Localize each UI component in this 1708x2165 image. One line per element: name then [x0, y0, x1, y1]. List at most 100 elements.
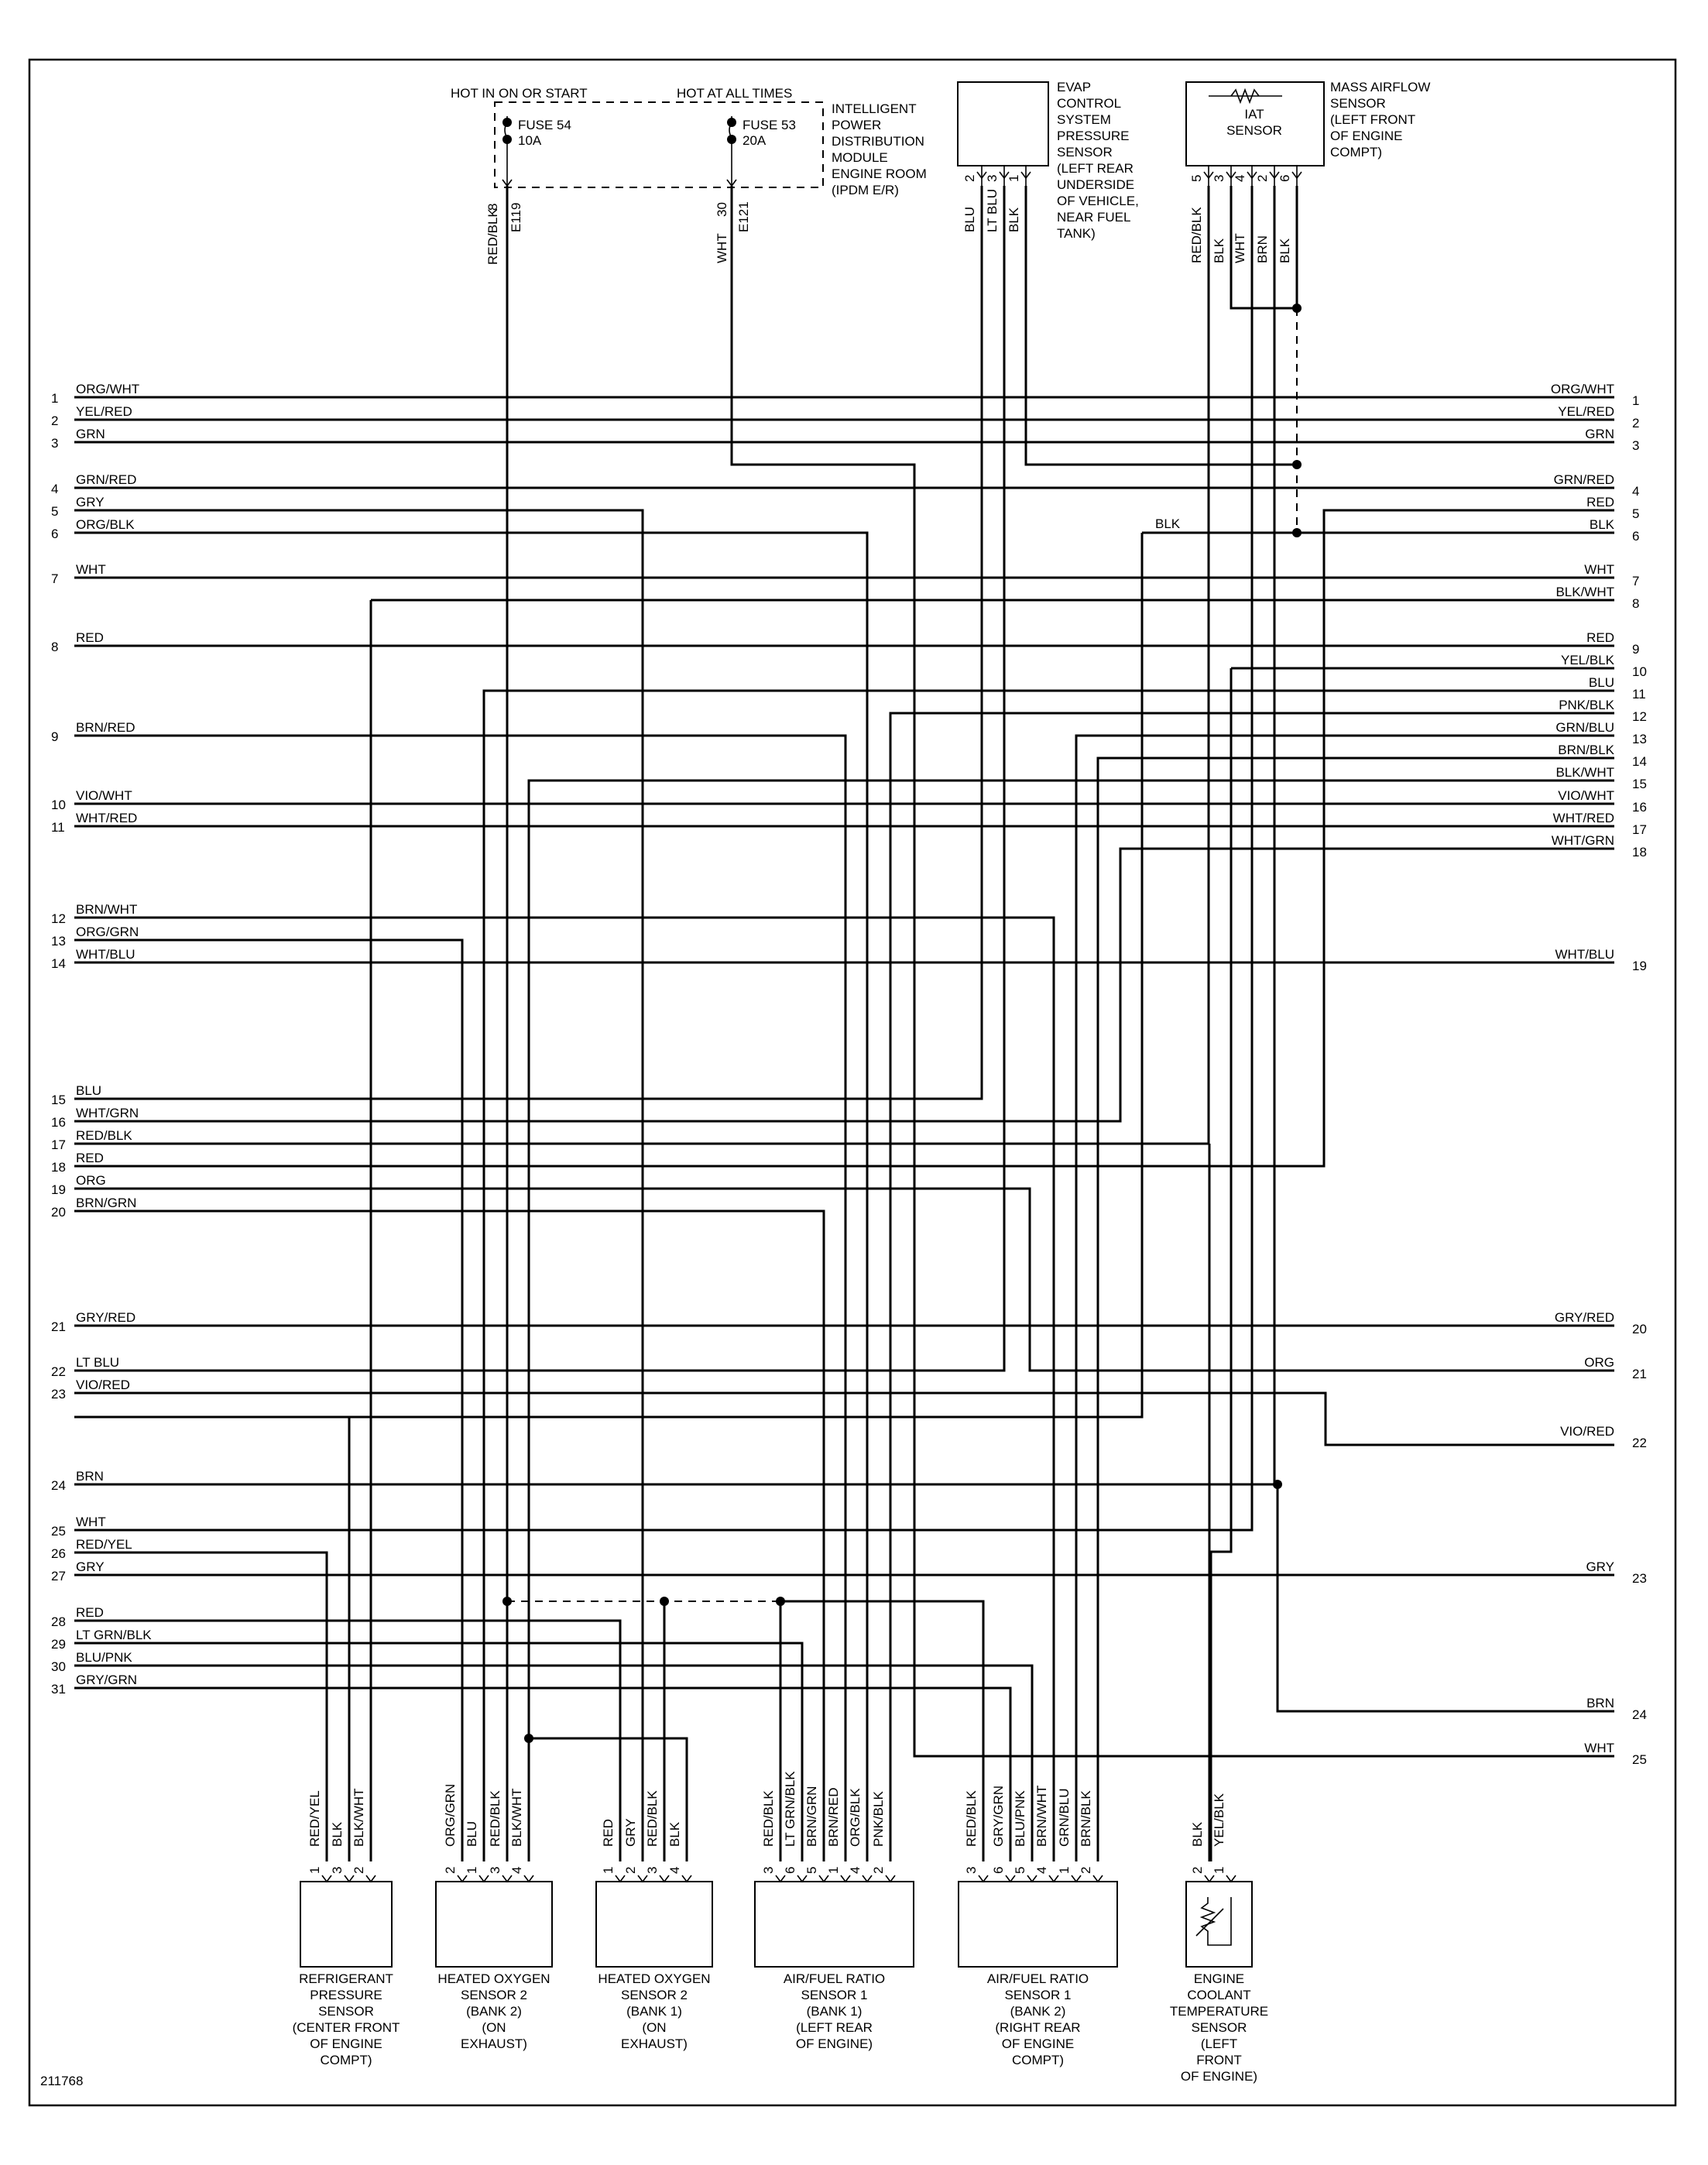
ipdm-label-line: DISTRIBUTION: [832, 134, 924, 149]
evap-label-line: (LEFT REAR: [1057, 161, 1134, 176]
left-terminal-number: 9: [51, 729, 58, 744]
wire: [1096, 757, 1614, 1861]
right-terminal-number: 12: [1632, 709, 1647, 724]
refrig-label-line: PRESSURE: [310, 1988, 382, 2002]
fuse-54-rating: 10A: [518, 133, 542, 148]
afr-b2-pin-number: 4: [1034, 1867, 1049, 1874]
pin-mark: [775, 1875, 786, 1883]
left-terminal-number: 1: [51, 391, 58, 406]
refrig-pin-number: 3: [330, 1867, 345, 1874]
wire-labels: 1ORG/WHT2YEL/RED3GRN4GRN/RED5GRY6ORG/BLK…: [51, 80, 1647, 2084]
left-terminal-number: 5: [51, 504, 58, 519]
left-terminal-number: 8: [51, 640, 58, 654]
left-wire-label: RED/BLK: [76, 1128, 132, 1143]
ect-thermistor-symbol: [1199, 1897, 1232, 1946]
pin-mark: [615, 1875, 626, 1883]
ect-label-line: OF ENGINE): [1181, 2069, 1257, 2084]
ho2s-b2-pin-wire: BLU: [465, 1821, 479, 1847]
right-wire-label: WHT: [1584, 562, 1614, 577]
ho2s-b1-label-line: (BANK 1): [626, 2004, 682, 2019]
wire: [74, 734, 847, 1861]
evap-label-line: NEAR FUEL: [1057, 210, 1130, 225]
right-wire-label: ORG: [1584, 1355, 1614, 1370]
right-wire-label: WHT/GRN: [1552, 833, 1614, 848]
ho2s-b1-pin-wire: BLK: [667, 1821, 682, 1847]
pin-mark: [1071, 1875, 1082, 1883]
afr-b2-pin-number: 3: [964, 1867, 979, 1874]
maf-pin-number: 6: [1278, 175, 1292, 182]
maf-pin-wire: BRN: [1255, 235, 1270, 263]
left-terminal-number: 28: [51, 1614, 66, 1629]
pin-mark: [885, 1875, 896, 1883]
wire: [74, 1551, 328, 1861]
diagram-border: [28, 58, 1677, 2107]
afr-b1-box: [754, 1881, 914, 1968]
right-terminal-number: 6: [1632, 529, 1639, 544]
right-terminal-number: 14: [1632, 754, 1647, 769]
afr-b2-pin-number: 5: [1013, 1867, 1027, 1874]
refrig-pin-wire: BLK: [330, 1821, 345, 1847]
ho2s-b1-label-line: (ON: [642, 2020, 666, 2035]
left-terminal-number: 19: [51, 1182, 66, 1197]
left-terminal-number: 12: [51, 911, 66, 926]
ect-pin-wire: BLK: [1190, 1821, 1205, 1847]
left-wire-label: GRN: [76, 427, 105, 441]
refrig-label-line: COMPT): [320, 2053, 372, 2067]
ect-thermistor-arrow: [1195, 1908, 1224, 1937]
wire: [74, 186, 1006, 1372]
pin-mark: [818, 1875, 829, 1883]
afr-b1-pin-wire: BRN/GRN: [804, 1786, 819, 1847]
pin-mark: [659, 1875, 670, 1883]
maf-pin-wire: BLK: [1212, 238, 1226, 263]
left-terminal-number: 3: [51, 436, 58, 451]
maf-pin-number: 5: [1189, 175, 1204, 182]
right-wire-label: BLK/WHT: [1555, 765, 1614, 780]
afr-b1-label-line: (BANK 1): [807, 2004, 863, 2019]
wire: [74, 186, 1254, 1532]
evap-sensor-box: [957, 81, 1049, 166]
ipdm-label-line: (IPDM E/R): [832, 183, 899, 197]
left-wire-label: BLU: [76, 1083, 101, 1098]
afr-b2-box: [958, 1881, 1118, 1968]
left-wire-label: RED: [76, 1151, 104, 1165]
ect-label-line: COOLANT: [1187, 1988, 1250, 2002]
iat-label: IAT: [1244, 107, 1264, 122]
left-wire-label: BRN: [76, 1469, 104, 1484]
splice-dot: [1292, 460, 1302, 469]
wire: [527, 779, 1614, 1861]
pin-mark: [344, 1875, 355, 1883]
right-terminal-number: 16: [1632, 800, 1647, 815]
right-terminal-number: 24: [1632, 1707, 1647, 1722]
pin-mark: [637, 1875, 648, 1883]
afr-b1-pin-number: 4: [848, 1867, 863, 1874]
left-terminal-number: 21: [51, 1319, 66, 1334]
maf-pin-wire: RED/BLK: [1189, 207, 1204, 263]
right-wire-label: ORG/WHT: [1551, 382, 1614, 396]
ect-label-line: SENSOR: [1192, 2020, 1247, 2035]
pin-mark: [978, 1875, 989, 1883]
left-wire-label: GRN/RED: [76, 472, 136, 487]
left-terminal-number: 26: [51, 1546, 66, 1561]
pin-mark: [502, 179, 513, 187]
ho2s-b2-pin-wire: BLK/WHT: [509, 1788, 524, 1847]
refrig-label-line: OF ENGINE: [310, 2036, 382, 2051]
pin-mark: [478, 1875, 489, 1883]
left-wire-label: ORG/BLK: [76, 517, 135, 532]
ipdm-label-line: ENGINE ROOM: [832, 166, 927, 181]
splice-dot: [727, 135, 736, 144]
ipdm-pin-b-number: 30: [715, 202, 729, 217]
left-wire-label: GRY: [76, 495, 105, 510]
right-terminal-number: 3: [1632, 438, 1639, 453]
ho2s-b1-pin-number: 2: [623, 1867, 638, 1874]
ho2s-b2-label-line: EXHAUST): [461, 2036, 527, 2051]
afr-b2-pin-wire: GRN/BLU: [1057, 1788, 1072, 1847]
afr-b2-pin-wire: BLU/PNK: [1013, 1790, 1027, 1847]
hot-always-label: HOT AT ALL TIMES: [677, 86, 792, 101]
left-wire-label: GRY: [76, 1559, 105, 1574]
afr-b1-pin-number: 3: [761, 1867, 776, 1874]
pin-mark: [726, 179, 737, 187]
ho2s-b1-pin-wire: RED/BLK: [645, 1790, 660, 1847]
left-wire-label: VIO/WHT: [76, 788, 132, 803]
ho2s-b2-label-line: (BANK 2): [466, 2004, 522, 2019]
evap-label-line: SYSTEM: [1057, 112, 1111, 127]
